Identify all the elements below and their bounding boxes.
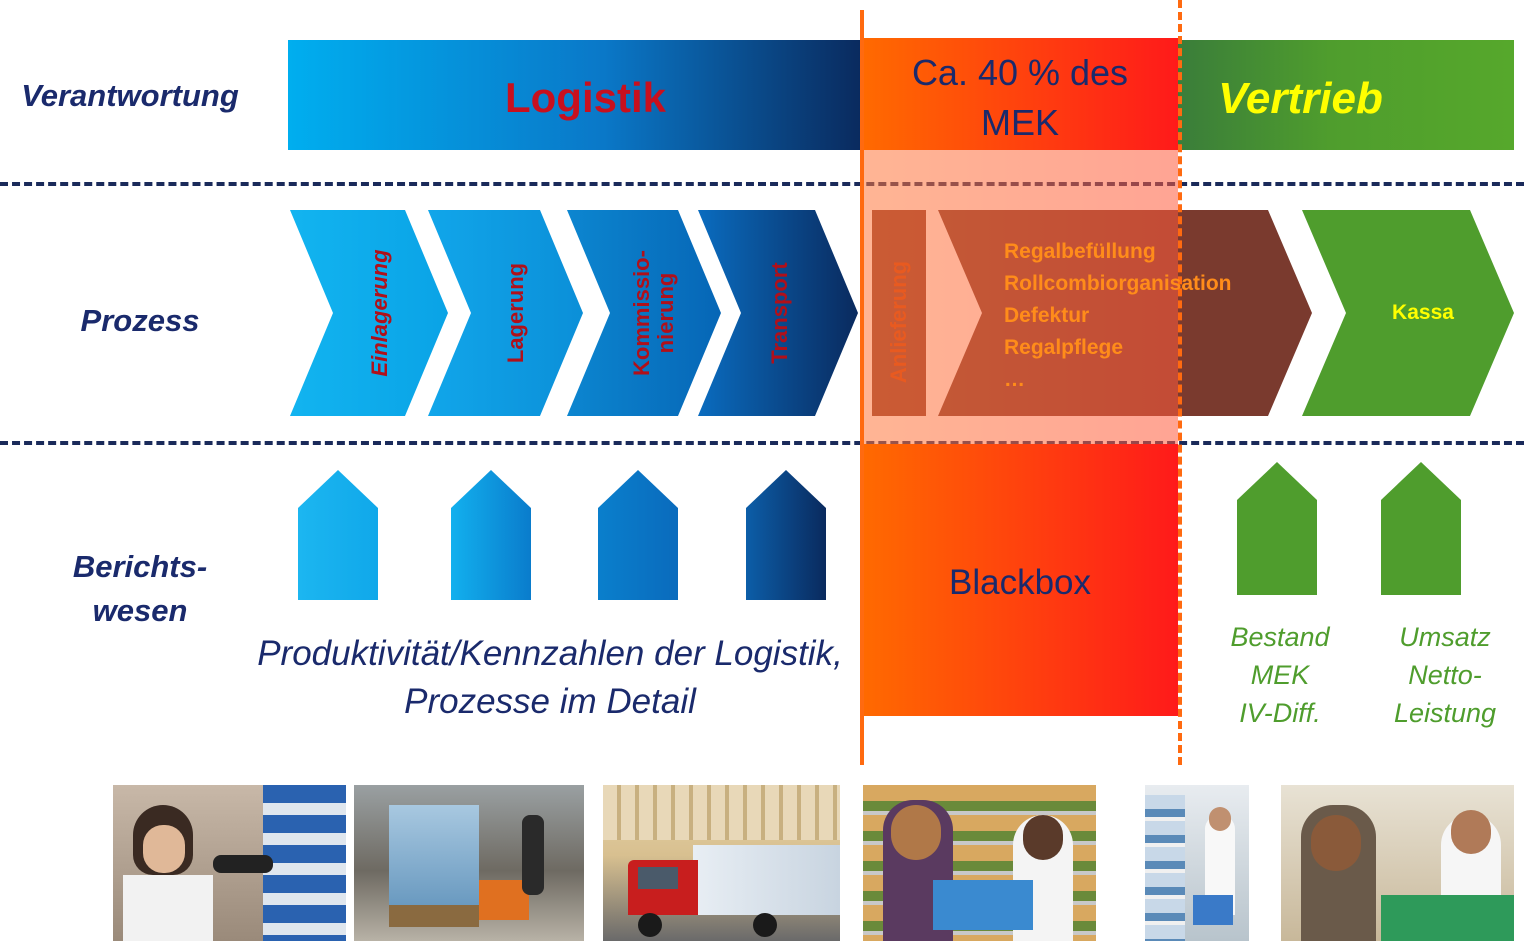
task-item: Regalbefüllung: [1004, 240, 1156, 263]
middle-column-bottom: [862, 444, 1178, 716]
chevron-lagerung: [428, 210, 583, 416]
separator-top: [0, 182, 1524, 186]
task-item: Rollcombiorganisation: [1004, 272, 1232, 295]
label-einlagerung: Einlagerung: [367, 249, 392, 377]
bestand-line: Bestand: [1230, 622, 1330, 652]
task-list: Regalbefüllung Rollcombiorganisation Def…: [1004, 236, 1304, 396]
separator-bottom: [0, 441, 1524, 445]
label-kommissionierung: Kommissio- nierung: [629, 250, 678, 376]
row-label-berichtswesen-line1: Berichts-: [72, 549, 208, 584]
umsatz-line: Netto-: [1408, 660, 1482, 690]
pallet-truck-photo: [354, 785, 584, 941]
report-house-umsatz: [1381, 462, 1461, 595]
checkout-photo: [1281, 785, 1514, 941]
umsatz-line: Leistung: [1393, 698, 1497, 728]
row-label-verantwortung: Verantwortung: [21, 78, 239, 113]
reporting-logistik-line2: Prozesse im Detail: [404, 682, 696, 721]
divider-solid: [860, 10, 864, 765]
report-house-bestand: [1237, 462, 1317, 595]
bestand-note: Bestand MEK IV-Diff.: [1215, 618, 1345, 732]
reporting-logistik-line1: Produktivität/Kennzahlen der Logistik,: [257, 634, 843, 673]
chevron-einlagerung: [290, 210, 448, 416]
task-item: Regalpflege: [1004, 336, 1124, 359]
middle-band-line2: MEK: [980, 102, 1059, 143]
delivery-truck-photo: [603, 785, 840, 941]
bestand-line: MEK: [1250, 660, 1310, 690]
band-vertrieb-label: Vertrieb: [1218, 74, 1383, 123]
umsatz-line: Umsatz: [1399, 622, 1491, 652]
label-kassa: Kassa: [1392, 301, 1454, 324]
report-house-1: [298, 470, 378, 600]
label-anlieferung: Anlieferung: [886, 260, 911, 384]
label-transport: Transport: [767, 262, 792, 364]
label-lagerung: Lagerung: [503, 262, 528, 364]
middle-band-line1: Ca. 40 % des: [911, 52, 1129, 93]
band-logistik-label: Logistik: [504, 74, 666, 121]
shelf-stocking-photo: [863, 785, 1096, 941]
blackbox-label: Blackbox: [948, 563, 1092, 602]
report-house-3: [598, 470, 678, 600]
task-item: Defektur: [1004, 304, 1090, 327]
row-label-prozess: Prozess: [80, 303, 200, 338]
divider-dashed: [1178, 0, 1182, 765]
label-kommissionierung-line1: Kommissio-: [629, 250, 654, 376]
band-logistik: Logistik: [288, 40, 862, 150]
bestand-line: IV-Diff.: [1239, 698, 1321, 728]
umsatz-note: Umsatz Netto- Leistung: [1380, 618, 1510, 732]
store-aisle-photo: [1145, 785, 1249, 941]
reporting-logistik-text: Produktivität/Kennzahlen der Logistik, P…: [230, 630, 870, 726]
middle-column-overlay: [862, 150, 1178, 444]
row-label-berichtswesen-line2: wesen: [92, 593, 188, 628]
chevron-kommissionierung: [567, 210, 721, 416]
band-vertrieb: Vertrieb: [1178, 40, 1514, 150]
label-kommissionierung-line2: nierung: [653, 272, 678, 354]
chevron-transport: [698, 210, 858, 416]
task-item: …: [1004, 368, 1025, 391]
middle-band-label: Ca. 40 % des MEK: [862, 48, 1178, 148]
chevron-kassa: [1302, 210, 1514, 416]
warehouse-worker-photo: [113, 785, 346, 941]
report-house-2: [451, 470, 531, 600]
middle-column-top: [862, 38, 1178, 150]
row-label-berichtswesen: Berichts- wesen: [40, 545, 240, 633]
report-house-4: [746, 470, 826, 600]
